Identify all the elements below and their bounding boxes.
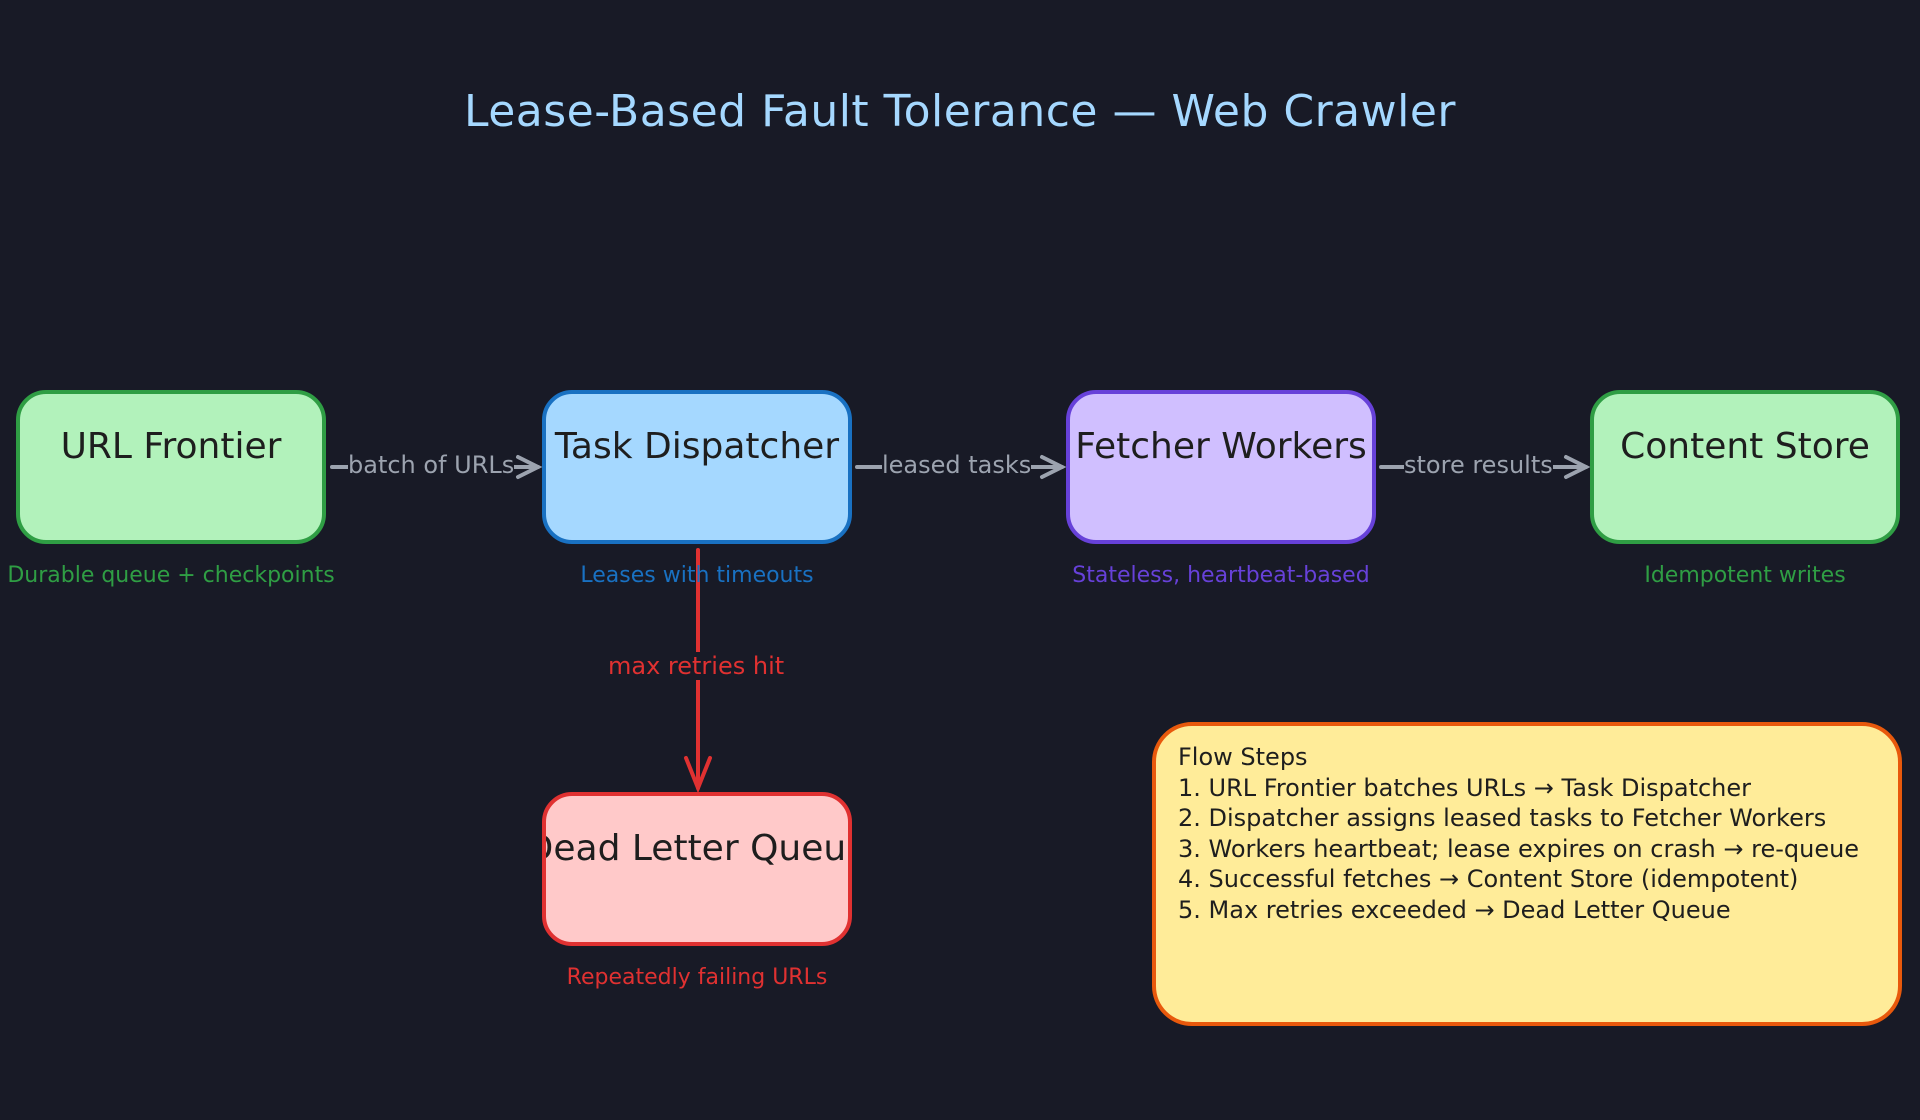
flow-step-4: 4. Successful fetches → Content Store (i… bbox=[1178, 865, 1799, 893]
node-task-dispatcher-label: Task Dispatcher bbox=[554, 426, 840, 467]
diagram-title: Lease-Based Fault Tolerance — Web Crawle… bbox=[463, 86, 1457, 137]
flow-step-3: 3. Workers heartbeat; lease expires on c… bbox=[1178, 834, 1860, 863]
node-dead-letter-queue: Dead Letter Queue bbox=[542, 792, 852, 946]
flow-steps-note: Flow Steps 1. URL Frontier batches URLs … bbox=[1152, 722, 1902, 1026]
node-dead-letter-queue-label: Dead Letter Queue bbox=[542, 828, 852, 869]
flow-steps-heading: Flow Steps bbox=[1178, 743, 1308, 771]
edge-label-max-retries-hit: max retries hit bbox=[608, 652, 785, 680]
flow-step-5: 5. Max retries exceeded → Dead Letter Qu… bbox=[1178, 895, 1731, 924]
node-content-store: Content Store bbox=[1590, 390, 1900, 544]
node-task-dispatcher-caption: Leases with timeouts bbox=[580, 563, 814, 588]
edge-label-batch-of-urls: batch of URLs bbox=[348, 451, 515, 479]
edge-label-store-results: store results bbox=[1404, 451, 1553, 479]
node-fetcher-workers-label: Fetcher Workers bbox=[1075, 426, 1367, 467]
flow-step-2: 2. Dispatcher assigns leased tasks to Fe… bbox=[1178, 804, 1827, 832]
node-task-dispatcher: Task Dispatcher bbox=[542, 390, 852, 544]
node-fetcher-workers-caption: Stateless, heartbeat-based bbox=[1072, 563, 1370, 588]
node-url-frontier-caption: Durable queue + checkpoints bbox=[7, 563, 335, 588]
node-dead-letter-queue-caption: Repeatedly failing URLs bbox=[566, 965, 828, 990]
node-fetcher-workers: Fetcher Workers bbox=[1066, 390, 1376, 544]
node-url-frontier: URL Frontier bbox=[16, 390, 326, 544]
node-content-store-label: Content Store bbox=[1620, 426, 1870, 467]
edge-label-leased-tasks: leased tasks bbox=[882, 451, 1032, 479]
flow-step-1: 1. URL Frontier batches URLs → Task Disp… bbox=[1178, 773, 1752, 802]
node-url-frontier-label: URL Frontier bbox=[60, 426, 282, 467]
node-content-store-caption: Idempotent writes bbox=[1644, 563, 1846, 588]
